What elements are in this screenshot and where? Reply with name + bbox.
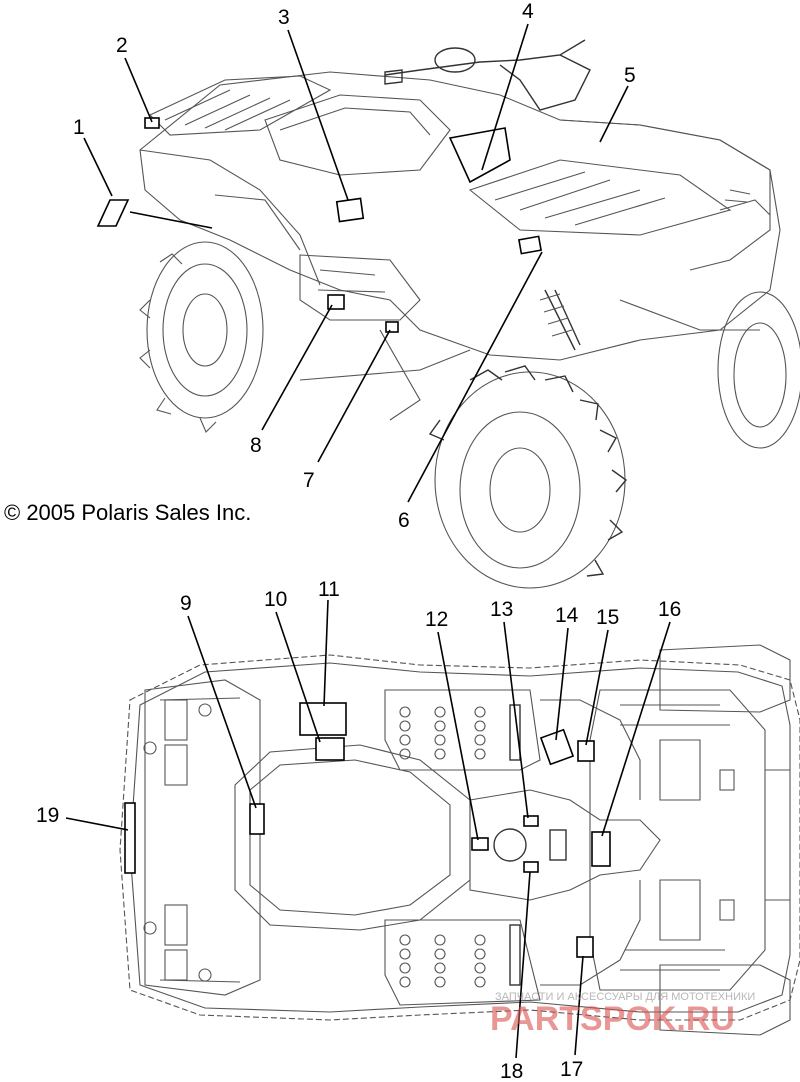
callout-17: 17 <box>560 1058 583 1081</box>
decal-19 <box>124 802 136 874</box>
callout-8: 8 <box>250 434 262 457</box>
callout-14: 14 <box>555 604 579 627</box>
callout-9: 9 <box>180 592 192 615</box>
decal-4 <box>448 127 511 184</box>
decal-11 <box>299 702 347 736</box>
leader-lines-side-view <box>83 23 629 503</box>
callout-3: 3 <box>278 6 290 29</box>
callouts-top-view: 9 10 11 12 13 14 15 16 17 18 19 <box>36 578 681 1082</box>
decals-top-view <box>124 702 611 958</box>
watermark: ЗАПЧАСТИ И АКСЕССУАРЫ ДЛЯ МОТОТЕХНИКИ PA… <box>490 991 755 1038</box>
decal-9 <box>249 803 265 835</box>
decal-10 <box>315 737 345 761</box>
callout-15: 15 <box>596 606 619 629</box>
decal-18 <box>523 861 539 873</box>
decal-3 <box>335 197 365 223</box>
decal-6 <box>518 235 542 255</box>
atv-side-view <box>139 39 800 589</box>
decal-1 <box>96 199 130 227</box>
callout-10: 10 <box>264 588 287 611</box>
decal-13 <box>523 815 539 827</box>
callout-19: 19 <box>36 804 59 827</box>
watermark-line2: PARTSPOK.RU <box>490 1000 735 1038</box>
callout-18: 18 <box>500 1060 523 1082</box>
leader-lines-top-view <box>65 599 671 1059</box>
decal-2 <box>144 117 160 129</box>
decal-17 <box>576 936 594 958</box>
callout-11: 11 <box>318 578 340 601</box>
callout-12: 12 <box>425 608 448 631</box>
decal-12 <box>471 837 489 851</box>
callout-4: 4 <box>522 0 534 23</box>
decal-7 <box>385 321 399 333</box>
watermark-line1: ЗАПЧАСТИ И АКСЕССУАРЫ ДЛЯ МОТОТЕХНИКИ <box>495 991 755 1003</box>
copyright-text: © 2005 Polaris Sales Inc. <box>4 500 251 525</box>
callout-1: 1 <box>73 116 85 139</box>
atv-top-view <box>119 644 800 1036</box>
callout-7: 7 <box>303 469 315 492</box>
decals-side-view <box>96 117 542 333</box>
callout-2: 2 <box>116 34 128 57</box>
callout-6: 6 <box>398 509 410 532</box>
callout-16: 16 <box>658 598 681 621</box>
decal-14 <box>539 728 575 766</box>
callouts-side-view: 1 2 3 4 5 6 7 8 <box>73 0 636 532</box>
callout-5: 5 <box>624 64 636 87</box>
decal-16 <box>591 831 611 867</box>
callout-13: 13 <box>490 598 513 621</box>
